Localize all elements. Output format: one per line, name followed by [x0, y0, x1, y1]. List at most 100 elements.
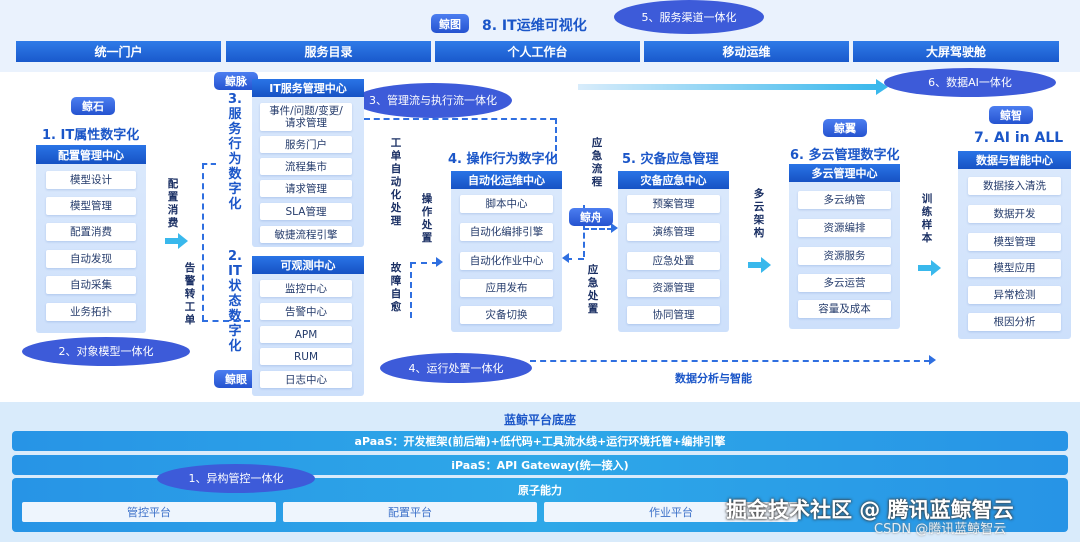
- label-data-ai: 数据分析与智能: [675, 372, 752, 385]
- s5-item-collab[interactable]: 协同管理: [627, 306, 720, 324]
- top-flow-arrow: [578, 84, 878, 90]
- tab-big-screen[interactable]: 大屏驾驶舱: [853, 41, 1059, 62]
- dash-s2-to-s4: [410, 262, 412, 318]
- s6-item-orchestrate[interactable]: 资源编排: [798, 219, 891, 237]
- dash-s4-to-s5: [583, 228, 613, 230]
- tab-portal[interactable]: 统一门户: [16, 41, 221, 62]
- s2-head: 可观测中心: [252, 256, 364, 274]
- s3-item-request-mgmt[interactable]: 请求管理: [260, 180, 352, 197]
- s2-item-apm[interactable]: APM: [260, 326, 352, 343]
- oval-data-ai: 6、数据AI一体化: [884, 68, 1056, 97]
- arrow-s1-right-head: [178, 233, 188, 249]
- s3-item-service-portal[interactable]: 服务门户: [260, 136, 352, 153]
- s3-item-agile-engine[interactable]: 敏捷流程引擎: [260, 226, 352, 243]
- tab-service-catalog[interactable]: 服务目录: [226, 41, 431, 62]
- s3-item-sla-mgmt[interactable]: SLA管理: [260, 203, 352, 220]
- oval-run-handle: 4、运行处置一体化: [380, 353, 532, 383]
- s6-item-operate[interactable]: 多云运营: [798, 274, 891, 292]
- dash-s5-to-s4-head: [562, 253, 569, 263]
- tab-workspace[interactable]: 个人工作台: [435, 41, 640, 62]
- s1-title: 1. IT属性数字化: [42, 128, 140, 143]
- s4-item-script[interactable]: 脚本中心: [460, 195, 553, 213]
- label-emergency-flow: 应急流程: [591, 137, 603, 188]
- dash-data-line: [530, 360, 930, 362]
- s6-item-service[interactable]: 资源服务: [798, 247, 891, 265]
- s4-item-dr-switch[interactable]: 灾备切换: [460, 306, 553, 324]
- s6-badge: 鲸翼: [823, 119, 867, 137]
- s7-item-ingest[interactable]: 数据接入清洗: [968, 177, 1061, 195]
- s7-item-dev[interactable]: 数据开发: [968, 205, 1061, 223]
- platform-sub-config[interactable]: 配置平台: [283, 502, 537, 522]
- s2-item-alarm[interactable]: 告警中心: [260, 303, 352, 320]
- s1-item-biz-topology[interactable]: 业务拓扑: [46, 303, 136, 321]
- s4-item-app-release[interactable]: 应用发布: [460, 279, 553, 297]
- s5-item-plan[interactable]: 预案管理: [627, 195, 720, 213]
- label-fault-self: 故障自愈: [390, 262, 402, 313]
- s3-item-event-mgmt[interactable]: 事件/问题/变更/请求管理: [260, 103, 352, 131]
- dash-s5-to-s4: [566, 258, 584, 260]
- s2-badge: 鲸眼: [214, 370, 258, 388]
- s7-item-rca[interactable]: 根因分析: [968, 313, 1061, 331]
- s3-item-flow-market[interactable]: 流程集市: [260, 158, 352, 175]
- s2-item-log[interactable]: 日志中心: [260, 371, 352, 388]
- dash-s4-s5-link: [583, 205, 585, 257]
- s7-badge: 鲸智: [989, 106, 1033, 124]
- s1-head: 配置管理中心: [36, 145, 146, 164]
- s7-item-anomaly[interactable]: 异常检测: [968, 286, 1061, 304]
- platform-sub-control[interactable]: 管控平台: [22, 502, 276, 522]
- platform-atomic-label: 原子能力: [518, 484, 562, 497]
- oval-object-model: 2、对象模型一体化: [22, 337, 190, 366]
- s6-item-capacity[interactable]: 容量及成本: [798, 300, 891, 318]
- s6-head: 多云管理中心: [789, 164, 900, 182]
- s1-item-auto-collect[interactable]: 自动采集: [46, 276, 136, 294]
- dash-s3-to-s4: [364, 118, 556, 120]
- s1-item-auto-discover[interactable]: 自动发现: [46, 250, 136, 268]
- s2-item-rum[interactable]: RUM: [260, 348, 352, 365]
- header-title: 8. IT运维可视化: [482, 18, 587, 34]
- label-config-consume: 配置消费: [167, 178, 179, 229]
- s5-item-drill[interactable]: 演练管理: [627, 223, 720, 241]
- platform-title: 蓝鲸平台底座: [503, 413, 576, 427]
- s1-item-model-design[interactable]: 模型设计: [46, 171, 136, 189]
- s4-item-job-center[interactable]: 自动化作业中心: [460, 252, 553, 270]
- arrow-s5-right: [748, 262, 762, 268]
- label-train-sample: 训练样本: [921, 193, 933, 244]
- s3-head: IT服务管理中心: [252, 79, 364, 97]
- dash-data-line-head: [929, 355, 936, 365]
- s1-item-config-consume[interactable]: 配置消费: [46, 223, 136, 241]
- s7-head: 数据与智能中心: [958, 151, 1071, 169]
- dash-s4-top-down: [555, 118, 557, 160]
- oval-heterogeneous: 1、异构管控一体化: [157, 464, 315, 493]
- s4-item-orchestration[interactable]: 自动化编排引擎: [460, 223, 553, 241]
- s5-head: 灾备应急中心: [618, 171, 729, 189]
- dash-s4-entry: [410, 262, 438, 264]
- platform-sub-job[interactable]: 作业平台: [544, 502, 798, 522]
- s5-item-emergency[interactable]: 应急处置: [627, 252, 720, 270]
- s3-badge: 鲸脉: [214, 72, 258, 90]
- s1-item-model-mgmt[interactable]: 模型管理: [46, 197, 136, 215]
- dash-bracket-vertical: [202, 163, 204, 321]
- label-op-handle: 操作处置: [421, 193, 433, 244]
- s7-item-model-app[interactable]: 模型应用: [968, 259, 1061, 277]
- s5-item-resource[interactable]: 资源管理: [627, 279, 720, 297]
- s5-title: 5. 灾备应急管理: [622, 152, 719, 167]
- dash-bracket-bottom: [202, 320, 250, 322]
- watermark-main: 掘金技术社区 @ 腾讯蓝鲸智云: [726, 498, 1014, 522]
- header-badge: 鲸图: [431, 14, 469, 33]
- dash-s4-to-s5-head: [611, 223, 618, 233]
- platform-apaas: aPaaS：开发框架(前后端)+低代码+工具流水线+运行环境托管+编排引擎: [12, 431, 1068, 451]
- arrow-s6-right-head: [931, 260, 941, 276]
- dash-bracket-top: [202, 163, 216, 165]
- s4-head: 自动化运维中心: [451, 171, 562, 189]
- label-ticket-auto: 工单自动化处理: [390, 137, 402, 227]
- label-multicloud: 多云架构: [753, 188, 765, 239]
- s1-badge: 鲸石: [71, 97, 115, 115]
- label-alarm-ticket: 告警转工单: [184, 262, 196, 326]
- tab-mobile-ops[interactable]: 移动运维: [644, 41, 849, 62]
- s6-item-nano[interactable]: 多云纳管: [798, 191, 891, 209]
- dash-s4-entry-head: [436, 257, 443, 267]
- oval-mgmt-exec: 3、管理流与执行流一体化: [354, 83, 512, 118]
- s7-item-model-mgmt[interactable]: 模型管理: [968, 233, 1061, 251]
- s2-item-monitor[interactable]: 监控中心: [260, 280, 352, 297]
- arrow-s6-right: [918, 265, 932, 271]
